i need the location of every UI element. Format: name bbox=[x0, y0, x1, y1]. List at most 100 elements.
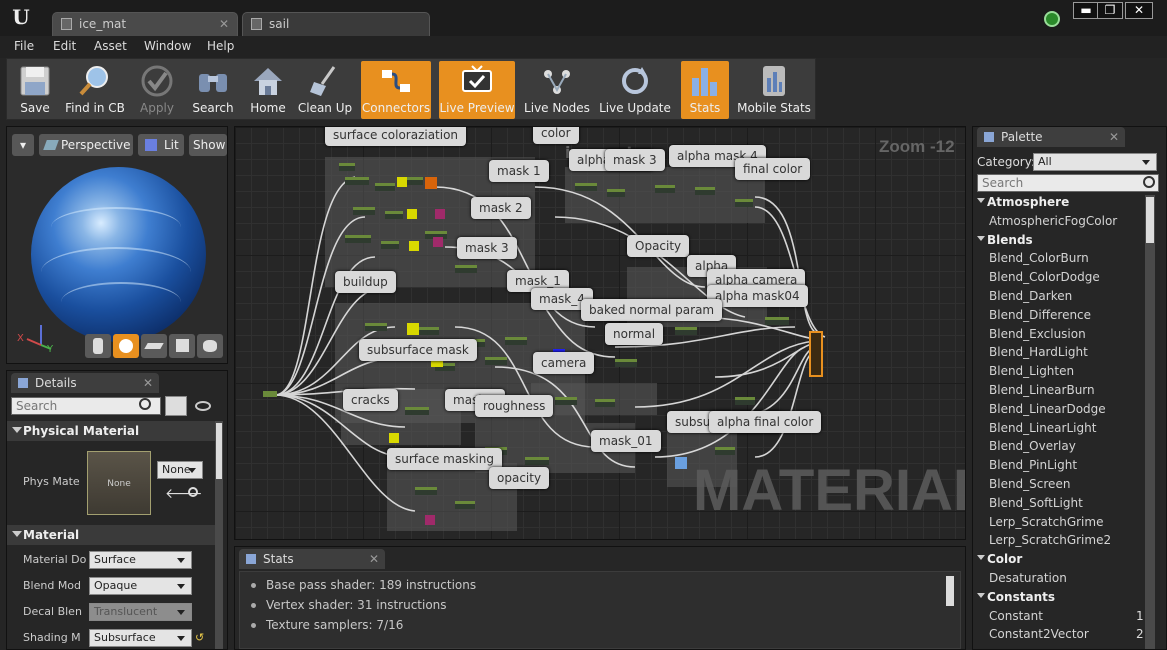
stats-button[interactable]: Stats bbox=[681, 61, 729, 119]
blend-mode-dropdown[interactable]: Opaque bbox=[89, 577, 192, 595]
palette-scrollbar[interactable] bbox=[1145, 195, 1155, 649]
comment-label[interactable]: baked normal param bbox=[581, 299, 723, 321]
palette-item[interactable]: Blend_LinearDodge bbox=[989, 401, 1106, 416]
reset-to-default-icon[interactable]: ↺ bbox=[195, 631, 205, 644]
tab-sail[interactable]: sail bbox=[242, 12, 430, 36]
property-matrix-button[interactable] bbox=[165, 396, 187, 416]
browse-magnifier-icon[interactable] bbox=[188, 487, 198, 497]
menu-asset[interactable]: Asset bbox=[94, 39, 127, 53]
preview-viewport[interactable]: ▾ Perspective Lit Show X Y bbox=[6, 126, 228, 364]
palette-item[interactable]: Blend_Overlay bbox=[989, 439, 1076, 454]
menu-edit[interactable]: Edit bbox=[53, 39, 77, 53]
comment-label[interactable]: surface masking bbox=[387, 448, 502, 470]
palette-search-input[interactable]: Search bbox=[977, 174, 1159, 192]
minimize-button[interactable]: ▬ bbox=[1073, 2, 1099, 19]
palette-item[interactable]: Blend_ColorBurn bbox=[989, 251, 1089, 266]
mobile-stats-button[interactable]: Mobile Stats bbox=[735, 61, 813, 119]
palette-item[interactable]: AtmosphericFogColor bbox=[989, 213, 1118, 228]
phys-mat-dropdown[interactable]: None bbox=[157, 461, 203, 479]
comment-label[interactable]: buildup bbox=[335, 271, 396, 293]
menu-help[interactable]: Help bbox=[207, 39, 235, 53]
comment-label[interactable]: opacity bbox=[489, 467, 550, 489]
palette-item[interactable]: Blend_Exclusion bbox=[989, 326, 1086, 341]
preview-plane-button[interactable] bbox=[141, 334, 167, 358]
palette-item[interactable]: Blend_PinLight bbox=[989, 458, 1078, 473]
comment-label[interactable]: mask_01 bbox=[591, 430, 661, 452]
palette-item[interactable]: Blend_LinearBurn bbox=[989, 383, 1095, 397]
eye-icon[interactable] bbox=[195, 401, 211, 411]
comment-label[interactable]: Opacity bbox=[627, 235, 690, 257]
palette-item[interactable]: Blend_Screen bbox=[989, 477, 1071, 491]
home-button[interactable]: Home bbox=[243, 61, 293, 119]
palette-item[interactable]: Desaturation bbox=[989, 571, 1067, 585]
details-scroll-thumb[interactable] bbox=[216, 423, 222, 479]
palette-scroll-thumb[interactable] bbox=[1146, 197, 1154, 243]
details-scrollbar[interactable] bbox=[215, 421, 223, 649]
close-icon[interactable]: ✕ bbox=[142, 376, 153, 390]
palette-item[interactable]: Constant2Vector bbox=[989, 627, 1089, 642]
lit-button[interactable]: Lit bbox=[138, 134, 184, 156]
comment-label[interactable]: mask 1 bbox=[489, 160, 549, 182]
comment-label[interactable]: roughness bbox=[475, 395, 554, 417]
live-preview-button[interactable]: Live Preview bbox=[439, 61, 515, 119]
palette-item[interactable]: Blend_LinearLight bbox=[989, 420, 1097, 435]
palette-item[interactable]: Blend_SoftLight bbox=[989, 495, 1083, 510]
comment-label[interactable]: subsurface mask bbox=[359, 339, 477, 361]
menu-window[interactable]: Window bbox=[144, 39, 192, 53]
find-in-cb-button[interactable]: Find in CB bbox=[63, 61, 127, 119]
material-domain-dropdown[interactable]: Surface bbox=[89, 551, 192, 569]
palette-item[interactable]: Blend_HardLight bbox=[989, 345, 1088, 360]
preview-sphere-button[interactable] bbox=[113, 334, 139, 358]
palette-item[interactable]: Blend_ColorDodge bbox=[989, 270, 1100, 285]
comment-label[interactable]: surface coloraziation bbox=[325, 127, 467, 146]
material-header[interactable]: Material bbox=[7, 525, 217, 545]
comment-label[interactable]: mask_4 bbox=[531, 288, 593, 310]
comment-label[interactable]: alpha final color bbox=[709, 411, 822, 433]
close-window-button[interactable]: ✕ bbox=[1125, 2, 1153, 19]
comment-label[interactable]: mask 3 bbox=[605, 149, 665, 171]
comment-label[interactable]: cracks bbox=[343, 389, 398, 411]
comment-label[interactable]: final color bbox=[735, 158, 811, 180]
tab-ice-mat[interactable]: ice_mat ✕ bbox=[52, 12, 238, 36]
palette-item[interactable]: Lerp_ScratchGrime2 bbox=[989, 533, 1112, 548]
texcoord-node[interactable] bbox=[263, 391, 277, 397]
comment-label[interactable]: alpha mask04 bbox=[707, 285, 808, 307]
comment-label[interactable]: camera bbox=[533, 352, 595, 374]
physical-material-header[interactable]: Physical Material bbox=[7, 421, 217, 441]
save-button[interactable]: Save bbox=[9, 61, 61, 119]
palette-category[interactable]: Constants bbox=[977, 589, 1055, 604]
show-button[interactable]: Show bbox=[189, 134, 227, 156]
close-icon[interactable]: ✕ bbox=[368, 552, 379, 566]
palette-category[interactable]: Color bbox=[976, 552, 1023, 567]
maximize-button[interactable]: ❐ bbox=[1097, 2, 1123, 19]
comment-label[interactable]: normal bbox=[605, 323, 664, 345]
palette-item[interactable]: Blend_Difference bbox=[989, 307, 1092, 322]
clean-up-button[interactable]: Clean Up bbox=[297, 61, 353, 119]
menu-file[interactable]: File bbox=[14, 39, 35, 53]
close-tab-icon[interactable]: ✕ bbox=[218, 17, 229, 31]
palette-item[interactable]: Blend_Lighten bbox=[989, 364, 1075, 379]
comment-label[interactable]: mask_1 bbox=[507, 270, 569, 292]
source-control-status-icon[interactable] bbox=[1044, 11, 1060, 27]
close-icon[interactable]: ✕ bbox=[1108, 130, 1119, 144]
palette-category[interactable]: Atmosphere bbox=[976, 195, 1070, 209]
phys-mat-thumbnail[interactable]: None bbox=[87, 451, 151, 515]
live-update-button[interactable]: Live Update bbox=[597, 61, 673, 119]
shading-model-dropdown[interactable]: Subsurface bbox=[89, 629, 192, 647]
comment-label[interactable]: mask 2 bbox=[471, 197, 531, 219]
unreal-logo-icon[interactable]: U bbox=[12, 5, 30, 29]
preview-mesh-button[interactable] bbox=[197, 334, 223, 358]
comment-label[interactable]: color bbox=[533, 127, 579, 144]
connectors-button[interactable]: Connectors bbox=[361, 61, 431, 119]
palette-item[interactable]: Constant bbox=[989, 608, 1043, 623]
live-nodes-button[interactable]: Live Nodes bbox=[521, 61, 593, 119]
preview-cube-button[interactable] bbox=[169, 334, 195, 358]
palette-item[interactable]: Blend_Darken bbox=[989, 289, 1073, 303]
search-button[interactable]: Search bbox=[187, 61, 239, 119]
preview-cylinder-button[interactable] bbox=[85, 334, 111, 358]
stats-tab[interactable]: Stats ✕ bbox=[239, 549, 385, 569]
perspective-button[interactable]: Perspective bbox=[39, 134, 133, 156]
details-tab[interactable]: Details ✕ bbox=[11, 373, 159, 393]
palette-category[interactable]: Blends bbox=[977, 232, 1033, 247]
material-graph[interactable]: ice_mat Zoom -12 MATERIAL bbox=[234, 126, 966, 540]
